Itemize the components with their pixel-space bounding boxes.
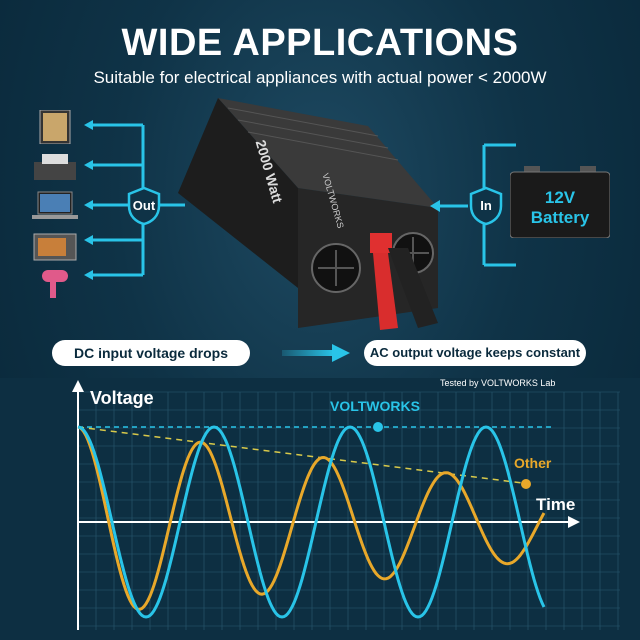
dc-input-pill: DC input voltage drops [52, 340, 250, 366]
series-voltworks-label: VOLTWORKS [330, 398, 420, 414]
in-label: In [480, 198, 492, 213]
other-marker [521, 479, 531, 489]
page-subtitle: Suitable for electrical appliances with … [93, 68, 547, 87]
microwave-icon [33, 233, 77, 261]
printer-icon [34, 154, 76, 180]
page-title: WIDE APPLICATIONS [121, 22, 519, 64]
fridge-icon [39, 110, 71, 144]
laptop-icon [32, 191, 78, 219]
voltworks-wave [77, 425, 546, 619]
battery-image [510, 166, 610, 238]
ac-output-pill: AC output voltage keeps constant [364, 340, 586, 366]
other-decay-line [77, 426, 531, 485]
x-axis-label: Time [536, 495, 576, 514]
x-axis-arrow [568, 516, 580, 528]
in-shield-icon [469, 186, 503, 226]
series-other-label: Other [514, 455, 552, 471]
voltworks-marker [373, 422, 383, 432]
out-label: Out [132, 198, 156, 213]
hair-dryer-icon [42, 270, 68, 298]
y-axis-label: Voltage [90, 388, 154, 408]
other-wave [77, 425, 546, 611]
y-axis-arrow [72, 380, 84, 392]
battery-label: 12V Battery [510, 188, 610, 228]
inverter-image [178, 98, 438, 330]
battery-word: Battery [530, 208, 590, 227]
battery-voltage: 12V [544, 188, 576, 207]
arrow-right-icon [282, 344, 350, 362]
out-shield-icon [127, 186, 161, 226]
tested-by-label: Tested by VOLTWORKS Lab [440, 378, 556, 388]
voltage-graph [72, 380, 620, 630]
